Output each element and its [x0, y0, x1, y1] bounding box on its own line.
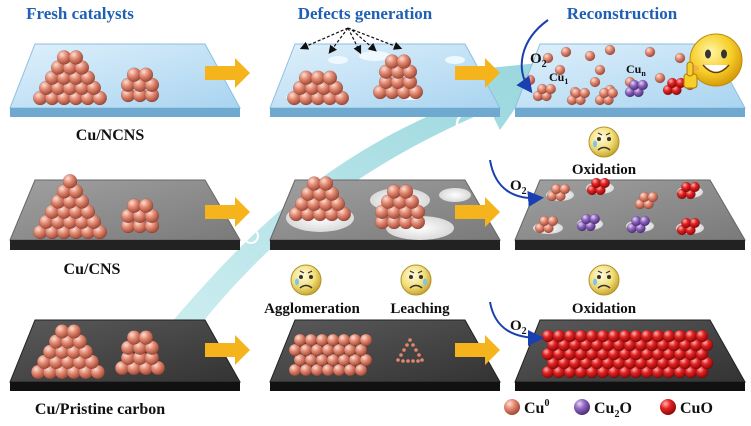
cuo-particle	[640, 329, 654, 343]
cu-single-atom	[584, 50, 596, 62]
legend-cu2o-label: Cu2O	[594, 400, 632, 420]
cuo-particle	[552, 329, 566, 343]
cu-agglomerate	[359, 333, 373, 347]
oxidation-label-row3: Oxidation	[572, 301, 637, 317]
cu-particle	[138, 67, 154, 82]
cu-particle	[138, 330, 154, 345]
heading-fresh-catalysts: Fresh catalysts	[26, 4, 134, 23]
cuo-particle	[662, 329, 676, 343]
cu-single-atom	[674, 52, 686, 64]
cu-single-atom	[654, 72, 666, 84]
legend-cu0-label: Cu0	[524, 398, 549, 417]
o2-label-row1: O2	[530, 51, 547, 70]
cu-particle	[396, 54, 412, 69]
row-label-cu-ncns: Cu/NCNS	[76, 127, 145, 144]
cuo-particle	[563, 329, 577, 343]
cu-single-atom	[542, 52, 554, 64]
worried-emoji-icon-leaching	[400, 264, 432, 296]
cuo-cluster	[599, 177, 610, 189]
cuo-particle	[695, 329, 709, 343]
cu-particle	[62, 174, 78, 189]
cu-agglomerate	[293, 333, 307, 347]
happy-thumbs-up-emoji-icon	[683, 33, 743, 89]
cu-single-atom	[560, 46, 572, 58]
heading-defects-generation: Defects generation	[298, 4, 433, 23]
legend-cu2o-swatch	[574, 399, 590, 415]
cuo-particle	[541, 329, 555, 343]
cuo-particle	[618, 329, 632, 343]
cu-cluster	[559, 183, 570, 195]
cun-label: Cun	[626, 62, 646, 78]
worried-emoji-icon-agglomeration	[290, 264, 322, 296]
cu2o-cluster	[637, 79, 648, 91]
cu1-label: Cu1	[549, 70, 568, 86]
cu-cluster	[607, 87, 618, 99]
cu2o-cluster	[589, 213, 600, 225]
cu-agglomerate	[304, 333, 318, 347]
cuo-cluster	[689, 217, 700, 229]
cu-single-atom	[594, 64, 606, 76]
cu-agglomerate	[315, 333, 329, 347]
cuo-particle	[673, 329, 687, 343]
cu-agglomerate	[337, 333, 351, 347]
legend-cuo-swatch	[660, 399, 676, 415]
cu-cluster	[547, 215, 558, 227]
leaching-marker	[396, 338, 424, 363]
process-arrows	[205, 58, 500, 365]
row-label-cu-pristine-carbon: Cu/Pristine carbon	[35, 401, 165, 418]
cu-agglomerate	[354, 363, 368, 377]
substrate-cns-oxidized	[514, 179, 746, 250]
cu-particle	[398, 184, 414, 199]
legend-cuo-label: CuO	[680, 400, 713, 417]
o2-label-row2: O2	[510, 178, 527, 197]
cuo-particle	[596, 329, 610, 343]
cu-cluster	[579, 87, 590, 99]
cu-cluster	[545, 83, 556, 95]
nanoparticle-layer	[31, 44, 714, 380]
o2-label-row3: O2	[510, 318, 527, 337]
cu-agglomerate	[326, 333, 340, 347]
cuo-particle	[607, 329, 621, 343]
cu-particle	[318, 176, 334, 191]
cu-agglomerate	[354, 343, 368, 357]
row-label-cu-cns: Cu/CNS	[64, 261, 121, 278]
legend: Cu0 Cu2O CuO	[504, 398, 713, 420]
heading-reconstruction: Reconstruction	[567, 4, 678, 23]
agglomeration-label: Agglomeration	[264, 301, 360, 317]
defect-pointer-arrows	[299, 27, 403, 55]
cu-particle	[68, 50, 84, 65]
cu-particle	[138, 198, 154, 213]
cu-particle	[322, 70, 338, 85]
cu-particle	[66, 324, 82, 339]
cu-single-atom	[604, 44, 616, 56]
cuo-particle	[574, 329, 588, 343]
cuo-cluster	[689, 181, 700, 193]
cuo-particle	[684, 329, 698, 343]
cu-agglomerate	[348, 333, 362, 347]
cuo-particle	[629, 329, 643, 343]
cu-single-atom	[644, 46, 656, 58]
leaching-label: Leaching	[390, 301, 450, 317]
cuo-particle	[585, 329, 599, 343]
worried-emoji-icon-row2	[588, 126, 620, 158]
oxidation-label-row2: Oxidation	[572, 162, 637, 178]
cu-agglomerate	[359, 353, 373, 367]
legend-cu0-swatch	[504, 399, 520, 415]
worried-emoji-icon-row3	[588, 264, 620, 296]
cu-single-atom	[589, 76, 601, 88]
cu2o-cluster	[639, 215, 650, 227]
cuo-particle	[651, 329, 665, 343]
cu-single-atom	[554, 64, 566, 76]
o2-arrows	[489, 19, 549, 346]
cu-cluster	[647, 191, 658, 203]
